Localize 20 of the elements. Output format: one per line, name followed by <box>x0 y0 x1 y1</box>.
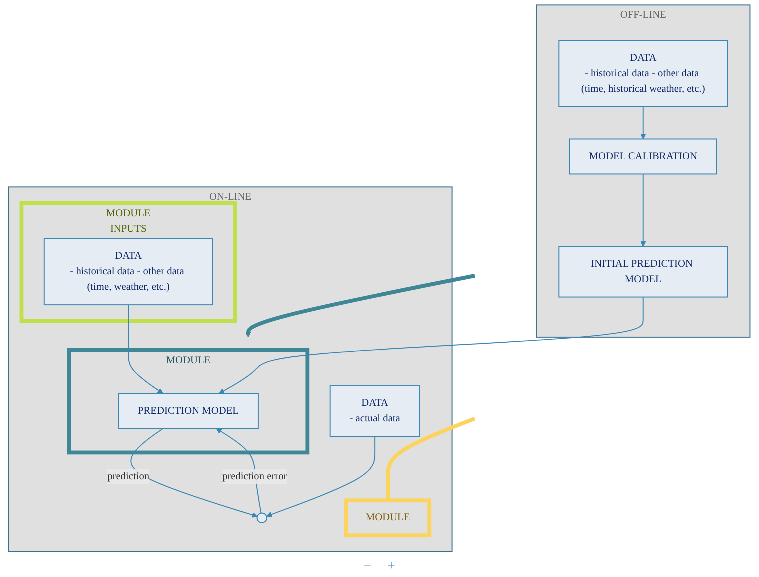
node-box: INITIAL PREDICTION MODEL <box>558 246 728 298</box>
arrow <box>128 304 164 394</box>
node-circle <box>256 512 268 524</box>
node-box: MODEL CALIBRATION <box>569 138 718 175</box>
arrow <box>218 296 644 394</box>
node-box: DATA - actual data <box>330 386 420 438</box>
node-box: PREDICTION MODEL <box>118 393 259 430</box>
arrow <box>246 274 476 338</box>
edge-label: prediction error <box>222 470 288 482</box>
edge-label: prediction <box>108 470 150 482</box>
arrow <box>640 174 646 248</box>
connector <box>386 417 476 501</box>
arrow <box>130 428 258 518</box>
arrow <box>266 436 376 518</box>
sign-label: − <box>364 559 372 575</box>
node-box: DATA - historical data - other data (time, historical weather, etc.) <box>558 40 728 108</box>
sign-label: + <box>388 559 396 575</box>
node-box: MODULE <box>344 498 432 538</box>
arrow <box>640 106 646 140</box>
node-box: DATA - historical data - other data (time, weather, etc.) <box>44 238 214 306</box>
